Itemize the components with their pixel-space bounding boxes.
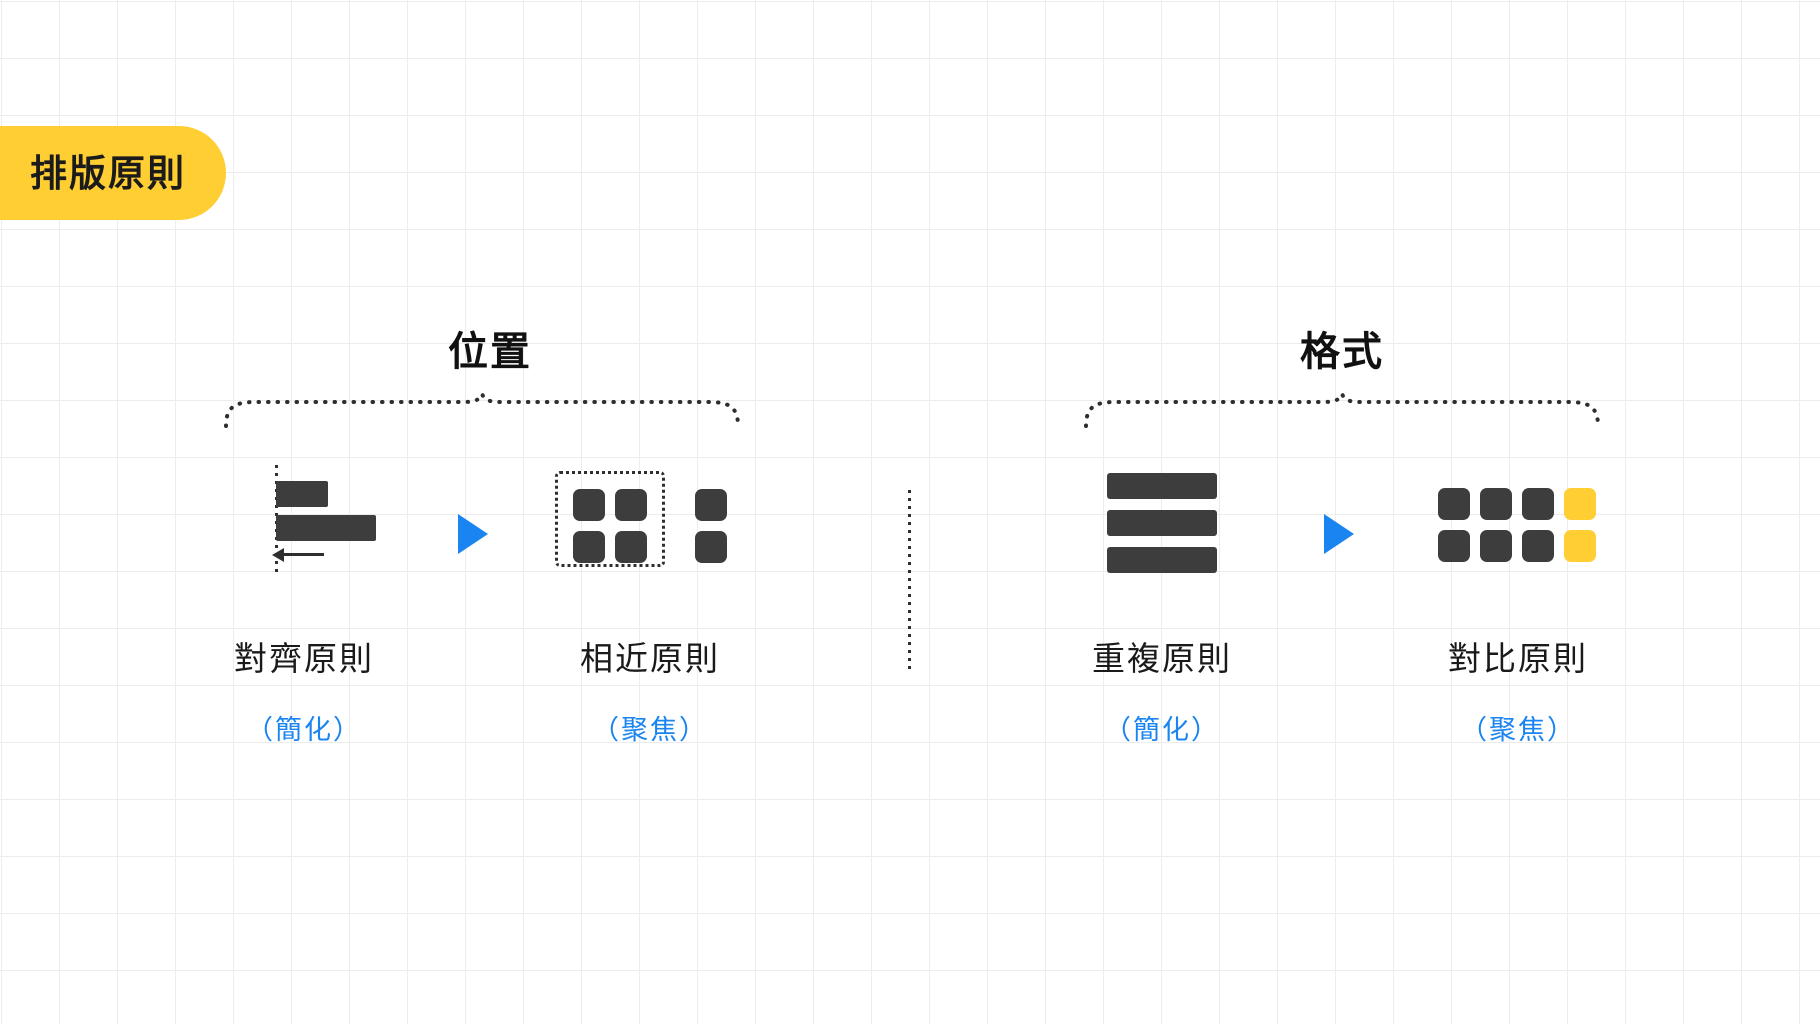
alignment-bars-icon: [244, 465, 376, 575]
contrast-square: [1480, 488, 1512, 520]
section-divider: [908, 490, 911, 672]
title-badge: 排版原則: [0, 126, 226, 220]
principle-subtitle-alignment: （簡化）: [246, 715, 362, 745]
contrast-square: [1522, 488, 1554, 520]
proximity-group-outline: [555, 471, 665, 567]
contrast-square: [1438, 530, 1470, 562]
repetition-stacked-bars-icon: [1107, 465, 1217, 575]
title-badge-label: 排版原則: [30, 152, 186, 194]
alignment-bar-bottom: [276, 515, 376, 541]
principle-name-repetition: 重複原則: [1092, 640, 1232, 677]
group-heading-position: 位置: [448, 330, 532, 374]
contrast-square: [1522, 530, 1554, 562]
principle-subtitle-proximity: （聚焦）: [592, 715, 708, 745]
principle-card-alignment: 對齊原則 （簡化）: [174, 460, 434, 744]
proximity-square-outside: [695, 531, 727, 563]
principle-card-proximity: 相近原則 （聚焦）: [520, 460, 780, 744]
principle-name-contrast: 對比原則: [1448, 640, 1588, 677]
repetition-bar: [1107, 510, 1217, 536]
alignment-arrow-shaft: [276, 553, 324, 556]
proximity-square: [615, 531, 647, 563]
proximity-square: [615, 489, 647, 521]
principle-name-alignment: 對齊原則: [234, 640, 374, 677]
proximity-art: [520, 460, 780, 580]
proximity-square-outside: [695, 489, 727, 521]
repetition-bar: [1107, 473, 1217, 499]
brace-position: [222, 392, 742, 428]
proximity-square: [573, 489, 605, 521]
principle-name-proximity: 相近原則: [580, 640, 720, 677]
contrast-art: [1388, 460, 1648, 580]
contrast-square: [1480, 530, 1512, 562]
contrast-square: [1438, 488, 1470, 520]
arrow-right-icon: [458, 514, 488, 554]
principle-card-contrast: 對比原則 （聚焦）: [1388, 460, 1648, 744]
contrast-squares-icon: [1438, 478, 1598, 562]
alignment-bar-top: [276, 481, 328, 507]
contrast-square-highlight: [1564, 530, 1596, 562]
principle-subtitle-repetition: （簡化）: [1104, 715, 1220, 745]
principle-subtitle-contrast: （聚焦）: [1460, 715, 1576, 745]
principle-card-repetition: 重複原則 （簡化）: [1032, 460, 1292, 744]
arrow-left-icon: [272, 547, 284, 562]
contrast-square-highlight: [1564, 488, 1596, 520]
repetition-art: [1032, 460, 1292, 580]
repetition-bar: [1107, 547, 1217, 573]
proximity-grouped-squares-icon: [555, 465, 745, 575]
alignment-art: [174, 460, 434, 580]
proximity-square: [573, 531, 605, 563]
group-heading-format: 格式: [1300, 330, 1384, 374]
brace-format: [1082, 392, 1602, 428]
arrow-right-icon: [1324, 514, 1354, 554]
